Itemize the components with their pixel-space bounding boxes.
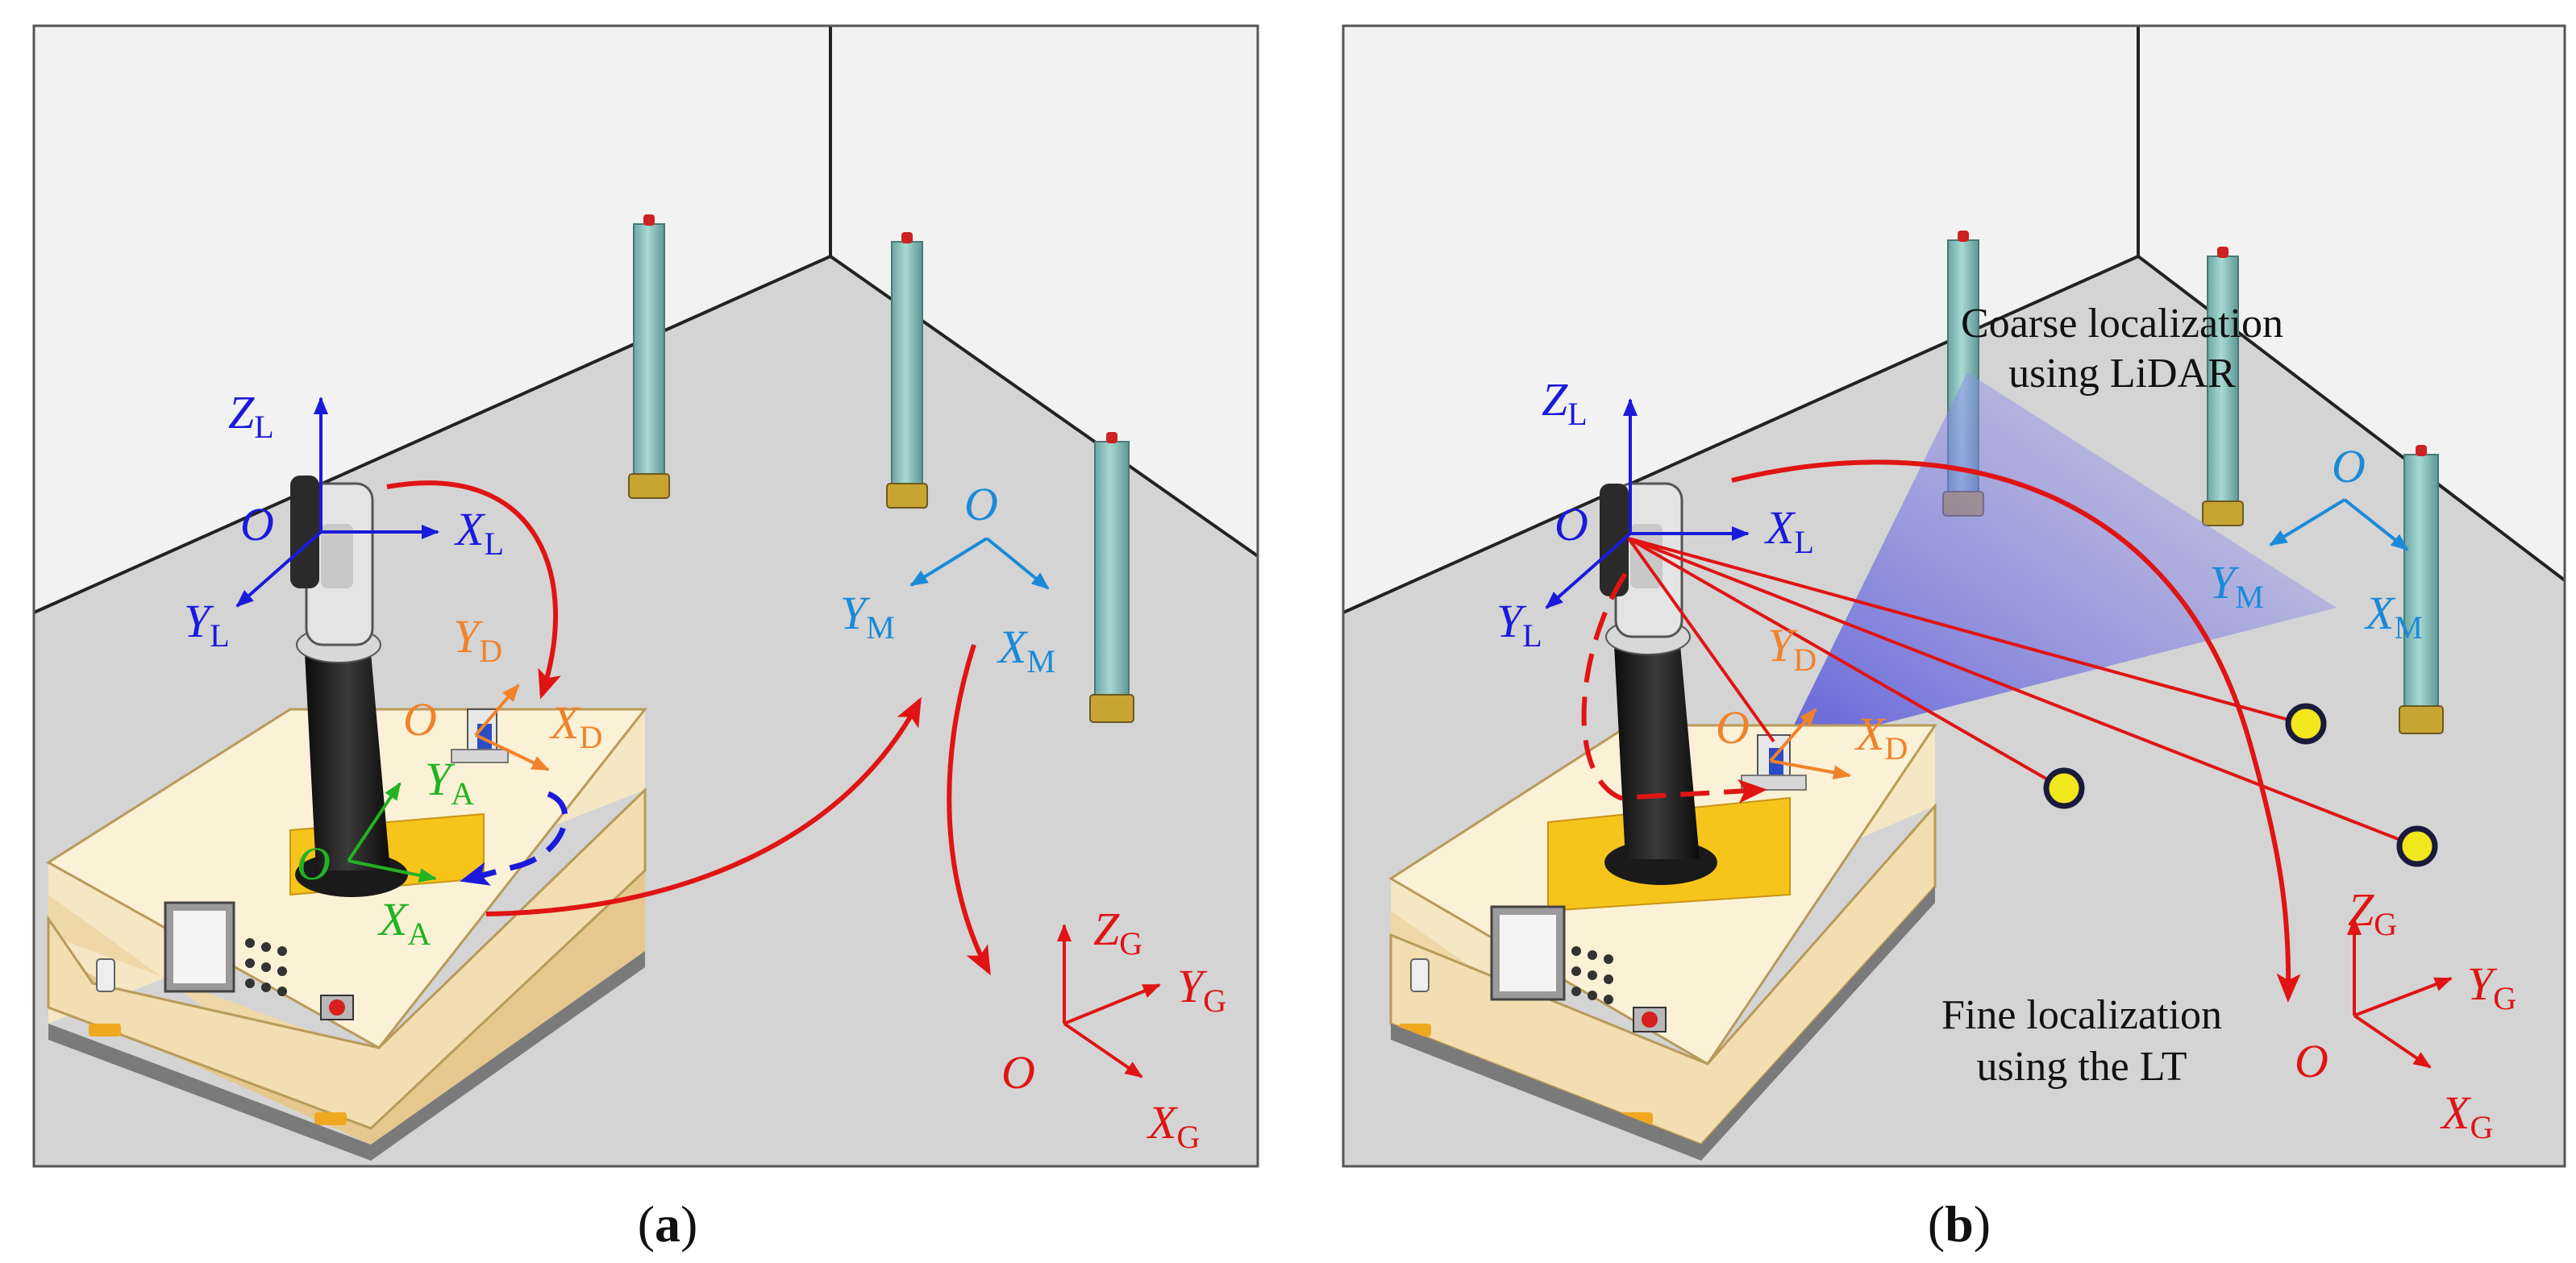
origin-label: O xyxy=(964,478,998,530)
y-axis-label: YA xyxy=(425,753,474,812)
x-axis-label: XG xyxy=(2440,1086,2493,1145)
laser-tracker-icon xyxy=(290,476,408,897)
y-axis-label: YD xyxy=(1767,619,1817,678)
caption-a: (a) xyxy=(638,1195,698,1253)
agv-labels-a: YA O XA xyxy=(297,753,474,952)
pillar-icon xyxy=(2399,445,2444,734)
target-icon xyxy=(2285,703,2327,745)
x-axis-label: XD xyxy=(1854,708,1908,767)
x-axis-label: XA xyxy=(377,893,431,952)
sensor-labels-b: YD O XD xyxy=(1716,619,1908,767)
fine-note: Fine localization using the LT xyxy=(1941,992,2222,1090)
loop-arrow xyxy=(1581,572,1767,804)
origin-label: O xyxy=(1001,1046,1035,1099)
x-axis-label: XL xyxy=(454,503,504,562)
target-icon xyxy=(2396,825,2438,867)
pillar-icon xyxy=(886,232,928,509)
x-axis-label: XM xyxy=(2364,587,2423,646)
room-a xyxy=(32,24,1259,1168)
lidar-scan-cone xyxy=(1782,372,2337,750)
origin-label: O xyxy=(1716,701,1750,754)
global-frame-b xyxy=(2347,917,2453,1069)
x-axis-label: XL xyxy=(1764,501,1814,560)
origin-label: O xyxy=(2332,440,2366,492)
map-frame-b xyxy=(2269,498,2409,551)
lidar-labels-a: ZL O XL YL xyxy=(184,386,504,654)
map-frame-a xyxy=(909,537,1050,590)
target-icon xyxy=(2043,767,2085,809)
z-axis-label: ZG xyxy=(1093,903,1142,962)
loop-arrow xyxy=(460,791,568,886)
fine-line-1: Fine localization xyxy=(1941,992,2222,1038)
pillar-icon xyxy=(2202,247,2244,526)
z-axis-label: ZG xyxy=(2348,883,2397,942)
lidar-frame-b xyxy=(1545,398,1750,609)
y-axis-label: YG xyxy=(2467,958,2516,1016)
x-axis-label: XG xyxy=(1147,1096,1200,1155)
global-labels-b: ZG YG O XG xyxy=(2295,883,2516,1145)
pillar-icon xyxy=(628,214,670,499)
coarse-line-2: using LiDAR xyxy=(2008,351,2236,397)
y-axis-label: YL xyxy=(184,595,230,654)
map-labels-a: O YM XM xyxy=(840,478,1055,679)
x-axis-label: XD xyxy=(549,696,602,755)
localization-arrow xyxy=(1731,459,2301,1003)
x-axis-label: XM xyxy=(997,621,1055,679)
transform-arrows-a xyxy=(386,480,991,976)
coarse-line-1: Coarse localization xyxy=(1961,301,2283,347)
y-axis-label: YM xyxy=(2209,556,2264,615)
y-axis-label: YM xyxy=(840,587,895,646)
y-axis-label: YL xyxy=(1496,595,1542,654)
agv-frame-a xyxy=(347,782,437,883)
y-axis-label: YD xyxy=(453,610,502,669)
z-axis-label: ZL xyxy=(228,386,274,445)
origin-label: O xyxy=(297,837,331,890)
map-labels-b: O YM XM xyxy=(2209,440,2423,646)
z-axis-label: ZL xyxy=(1542,373,1588,432)
pillar-icon xyxy=(1089,432,1134,723)
fine-line-2: using the LT xyxy=(1977,1044,2187,1090)
caption-b: (b) xyxy=(1928,1195,1991,1253)
lidar-labels-b: ZL O XL YL xyxy=(1496,373,1814,654)
origin-label: O xyxy=(1554,498,1588,550)
y-axis-label: YG xyxy=(1177,960,1226,1019)
global-frame-a xyxy=(1057,924,1161,1078)
panel-a: ZL O XL YL YD O XD YA O XA xyxy=(32,24,1259,1253)
panel-b: ZL O XL YL YD O XD O YM XM xyxy=(1342,24,2566,1253)
origin-label: O xyxy=(403,693,437,746)
origin-label: O xyxy=(240,498,274,550)
coarse-note: Coarse localization using LiDAR xyxy=(1961,301,2283,397)
laser-tracker-icon xyxy=(1600,482,1717,885)
sensor-frame-b xyxy=(1769,708,1851,780)
lidar-frame-a xyxy=(235,397,439,608)
origin-label: O xyxy=(2295,1035,2328,1087)
sensor-labels-a: YD O XD xyxy=(403,610,602,755)
sensor-frame-a xyxy=(474,683,550,771)
global-labels-a: ZG YG O XG xyxy=(1001,903,1226,1155)
laser-beams xyxy=(1627,537,2405,843)
